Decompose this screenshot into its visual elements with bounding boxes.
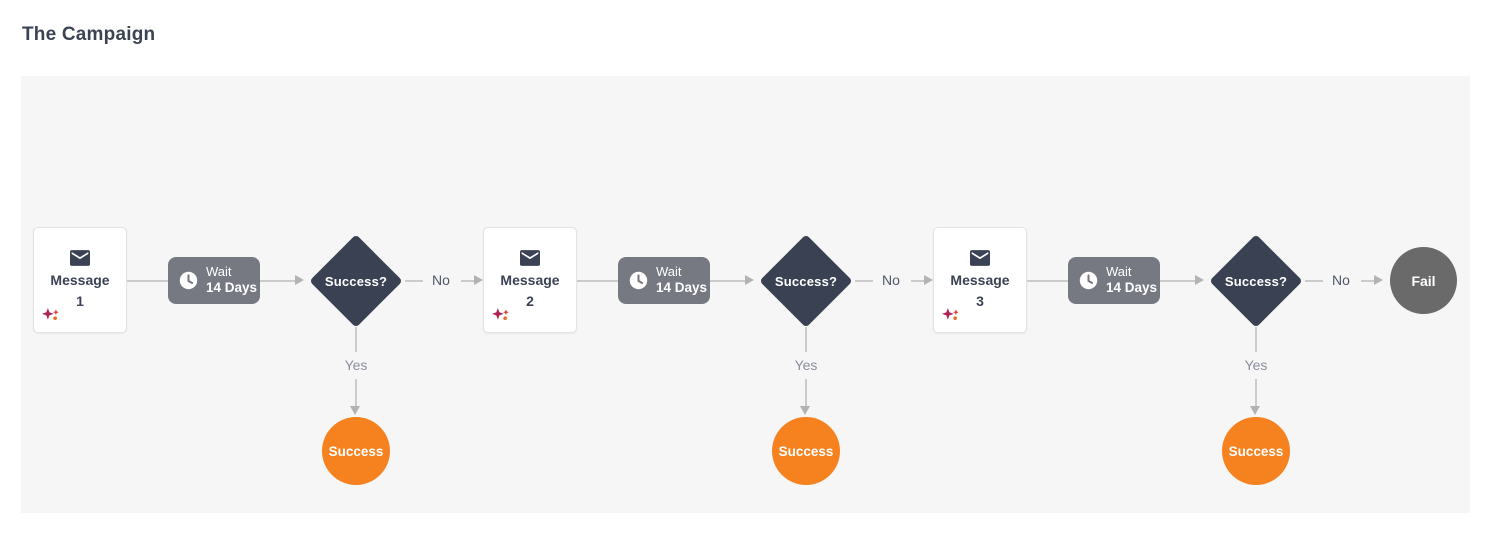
arrowhead-right-icon <box>295 275 304 285</box>
branch-no-label: No <box>432 272 450 288</box>
wait-label: Wait <box>656 263 682 279</box>
connector-line <box>1027 280 1068 282</box>
message-number: 3 <box>976 292 984 309</box>
message-node-3[interactable]: Message 3 <box>933 227 1027 333</box>
connector-line <box>260 280 296 282</box>
message-number: 1 <box>76 292 84 309</box>
branch-no-label: No <box>1332 272 1350 288</box>
arrowhead-right-icon <box>474 275 483 285</box>
sparkles-icon <box>942 308 959 320</box>
branch-yes-label: Yes <box>1244 357 1268 373</box>
connector-line <box>355 327 357 352</box>
decision-label: Success? <box>774 273 838 289</box>
message-label: Message <box>500 272 560 289</box>
clock-icon <box>629 271 648 290</box>
wait-label: Wait <box>1106 263 1132 279</box>
branch-yes-label: Yes <box>794 357 818 373</box>
envelope-icon <box>70 250 90 267</box>
connector-line <box>1361 280 1374 282</box>
sparkles-icon <box>42 308 59 320</box>
envelope-icon <box>970 250 990 267</box>
connector-line <box>577 280 618 282</box>
decision-node-2[interactable]: Success? <box>759 234 853 328</box>
connector-line <box>461 280 474 282</box>
arrowhead-right-icon <box>924 275 933 285</box>
arrowhead-right-icon <box>745 275 754 285</box>
message-number: 2 <box>526 292 534 309</box>
arrowhead-down-icon <box>800 406 810 415</box>
envelope-icon <box>520 250 540 267</box>
connector-line <box>1255 327 1257 352</box>
arrowhead-right-icon <box>1195 275 1204 285</box>
fail-label: Fail <box>1411 272 1436 289</box>
success-node-2[interactable]: Success <box>772 417 840 485</box>
decision-label: Success? <box>324 273 388 289</box>
wait-duration: 14 Days <box>656 280 708 296</box>
success-label: Success <box>778 443 834 459</box>
message-node-1[interactable]: Message 1 <box>33 227 127 333</box>
success-label: Success <box>328 443 384 459</box>
connector-line <box>805 327 807 352</box>
decision-node-1[interactable]: Success? <box>309 234 403 328</box>
flow-stage-1: Message 1 Wait 14 Days Success? No <box>33 76 483 513</box>
decision-label: Success? <box>1224 273 1288 289</box>
flow-stage-2: Message 2 Wait 14 Days Success? No <box>483 76 933 513</box>
connector-line <box>911 280 924 282</box>
connector-line <box>805 379 807 406</box>
success-node-1[interactable]: Success <box>322 417 390 485</box>
campaign-flow-canvas: Message 1 Wait 14 Days Success? No <box>21 76 1470 513</box>
message-node-2[interactable]: Message 2 <box>483 227 577 333</box>
arrowhead-right-icon <box>1374 275 1383 285</box>
success-label: Success <box>1228 443 1284 459</box>
branch-yes-label: Yes <box>344 357 368 373</box>
message-label: Message <box>50 272 110 289</box>
wait-duration: 14 Days <box>1106 280 1158 296</box>
arrowhead-down-icon <box>350 406 360 415</box>
connector-line <box>1160 280 1196 282</box>
success-node-3[interactable]: Success <box>1222 417 1290 485</box>
branch-no-label: No <box>882 272 900 288</box>
decision-node-3[interactable]: Success? <box>1209 234 1303 328</box>
wait-node-2[interactable]: Wait 14 Days <box>618 257 710 304</box>
connector-line <box>855 280 873 282</box>
wait-duration: 14 Days <box>206 280 258 296</box>
connector-line <box>127 280 168 282</box>
wait-node-1[interactable]: Wait 14 Days <box>168 257 260 304</box>
clock-icon <box>1079 271 1098 290</box>
connector-line <box>1255 379 1257 406</box>
arrowhead-down-icon <box>1250 406 1260 415</box>
wait-label: Wait <box>206 263 232 279</box>
connector-line <box>355 379 357 406</box>
connector-line <box>405 280 423 282</box>
connector-line <box>710 280 746 282</box>
sparkles-icon <box>492 308 509 320</box>
fail-node[interactable]: Fail <box>1390 247 1457 314</box>
message-label: Message <box>950 272 1010 289</box>
flow-stage-3: Message 3 Wait 14 Days Success? No <box>933 76 1383 513</box>
wait-node-3[interactable]: Wait 14 Days <box>1068 257 1160 304</box>
page-title: The Campaign <box>22 24 156 45</box>
connector-line <box>1305 280 1323 282</box>
clock-icon <box>179 271 198 290</box>
